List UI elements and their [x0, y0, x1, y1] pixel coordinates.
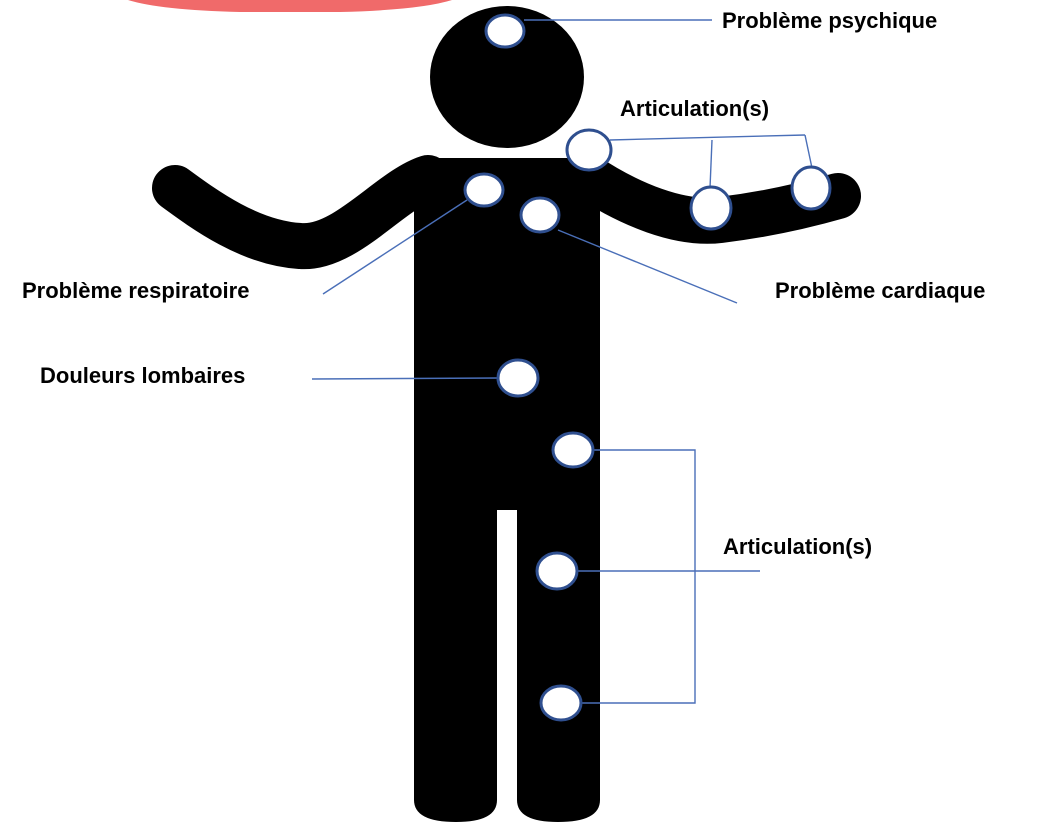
leader-artic-elbow	[710, 140, 712, 188]
figure-left-arm	[175, 178, 428, 246]
top-banner	[128, 0, 452, 12]
label-douleurs-lombaires: Douleurs lombaires	[40, 363, 245, 389]
marker-lower-back	[498, 360, 538, 396]
label-probleme-cardiaque: Problème cardiaque	[775, 278, 985, 304]
marker-ankle	[541, 686, 581, 720]
marker-knee	[537, 553, 577, 589]
label-probleme-respiratoire: Problème respiratoire	[22, 278, 249, 304]
marker-elbow	[691, 187, 731, 229]
figure-torso-legs	[414, 158, 600, 822]
marker-heart	[521, 198, 559, 232]
marker-hip	[553, 433, 593, 467]
label-articulations-upper: Articulation(s)	[620, 96, 769, 122]
human-figure	[175, 6, 838, 822]
marker-head	[486, 15, 524, 47]
marker-wrist	[792, 167, 830, 209]
label-probleme-psychique: Problème psychique	[722, 8, 937, 34]
leader-artic-wrist	[805, 135, 812, 168]
label-articulations-lower: Articulation(s)	[723, 534, 872, 560]
leader-artic-shoulder	[610, 135, 805, 140]
marker-shoulder	[567, 130, 611, 170]
marker-lung	[465, 174, 503, 206]
